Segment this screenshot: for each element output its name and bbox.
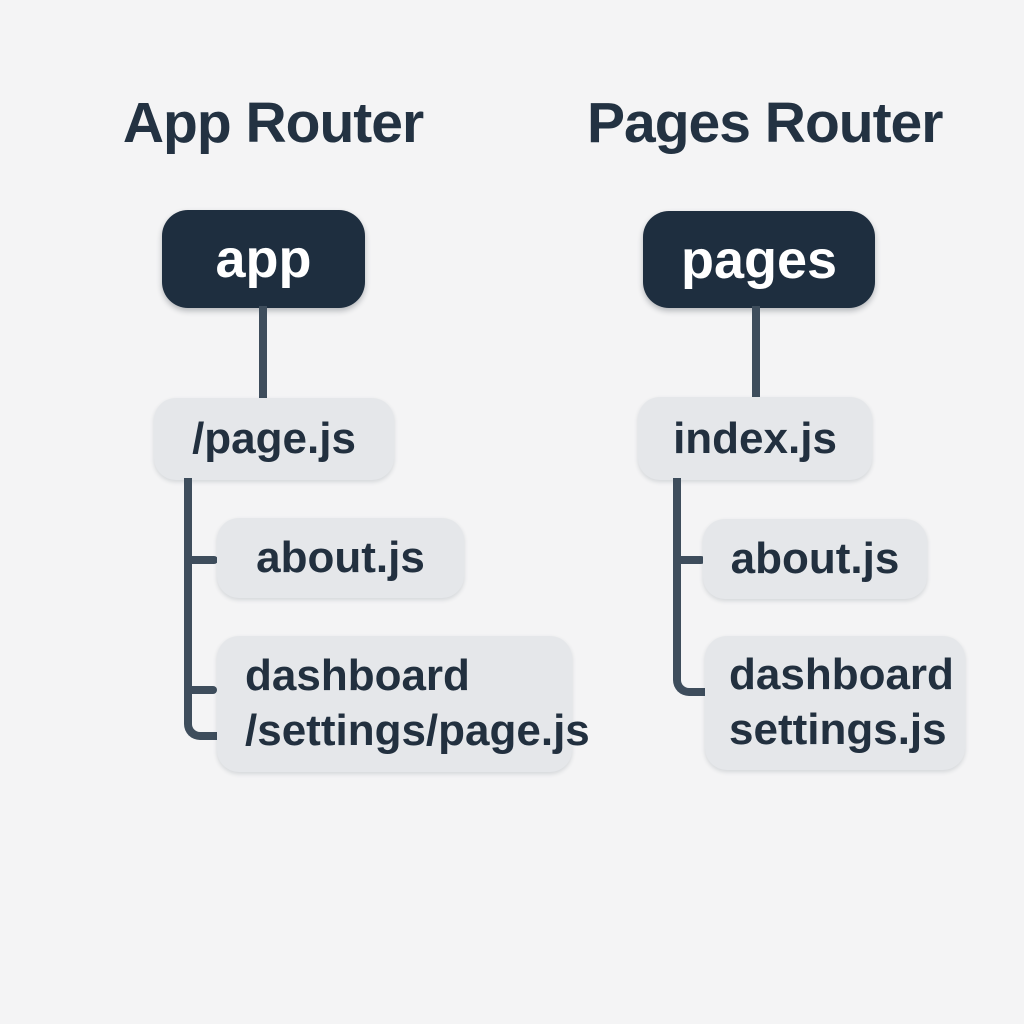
app-root-node: app — [162, 210, 365, 308]
connector-left-branch-dashboard — [190, 686, 217, 694]
app-router-title: App Router — [122, 91, 424, 155]
app-root-label: app — [215, 229, 312, 289]
dashboard-line-right: dashboard — [729, 650, 954, 700]
dashboard-settings-node-left: dashboard /settings/page.js — [217, 636, 590, 772]
dashboard-settings-label-left: dashboard /settings/page.js — [245, 649, 590, 758]
about-js-label-right: about.js — [730, 534, 900, 583]
connector-app-to-page — [259, 306, 267, 398]
index-js-label: index.js — [673, 413, 837, 463]
connector-pages-to-index — [752, 306, 760, 398]
connector-right-branch-about — [679, 556, 705, 564]
about-js-label-left: about.js — [256, 533, 425, 582]
pages-router-title: Pages Router — [587, 91, 943, 155]
page-js-node: /page.js — [154, 398, 394, 480]
connector-right-elbow — [673, 652, 715, 696]
dashboard-settings-node-right: dashboard settings.js — [705, 636, 965, 770]
dashboard-settings-label-right: dashboard settings.js — [729, 648, 954, 757]
dashboard-line-left: dashboard — [245, 651, 470, 701]
connector-left-branch-about — [190, 556, 218, 564]
settings-path-line-left: /settings/page.js — [245, 706, 590, 755]
connector-left-elbow — [184, 696, 228, 740]
pages-root-node: pages — [643, 211, 875, 308]
page-js-label: /page.js — [192, 414, 356, 463]
about-js-node-right: about.js — [703, 519, 927, 599]
connector-left-trunk — [184, 478, 192, 702]
settings-file-line-right: settings.js — [729, 705, 947, 754]
index-js-node: index.js — [638, 397, 872, 480]
about-js-node-left: about.js — [217, 518, 464, 598]
connector-right-trunk — [673, 478, 681, 658]
pages-root-label: pages — [680, 229, 838, 290]
